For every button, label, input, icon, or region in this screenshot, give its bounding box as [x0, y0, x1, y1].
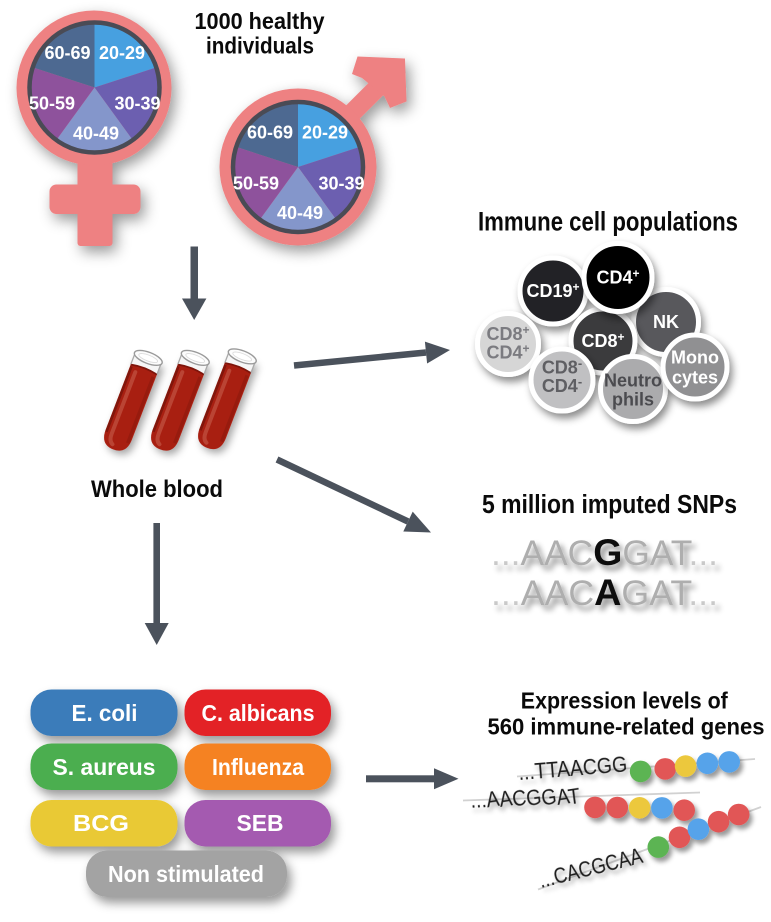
svg-text:...TTAACGG: ...TTAACGG — [517, 752, 628, 785]
svg-text:40-49: 40-49 — [277, 203, 323, 223]
svg-text:...AACAGAT...: ...AACAGAT... — [491, 571, 718, 613]
svg-text:phils: phils — [612, 390, 654, 410]
svg-text:NK: NK — [653, 312, 679, 332]
svg-text:BCG: BCG — [73, 810, 129, 836]
svg-text:individuals: individuals — [206, 33, 314, 59]
svg-text:Influenza: Influenza — [212, 754, 304, 780]
svg-text:CD4+: CD4+ — [486, 342, 529, 363]
svg-text:20-29: 20-29 — [302, 123, 348, 143]
svg-text:CD8+: CD8+ — [581, 330, 624, 351]
svg-text:40-49: 40-49 — [73, 124, 119, 144]
svg-text:60-69: 60-69 — [247, 123, 293, 143]
svg-text:20-29: 20-29 — [99, 43, 145, 63]
svg-text:50-59: 50-59 — [29, 94, 75, 114]
svg-text:CD8+: CD8+ — [486, 323, 529, 344]
svg-text:...AACGGAT...: ...AACGGAT... — [491, 531, 718, 573]
svg-text:CD4+: CD4+ — [596, 267, 639, 288]
svg-text:50-59: 50-59 — [233, 174, 279, 194]
svg-text:C. albicans: C. albicans — [202, 700, 315, 726]
svg-text:E. coli: E. coli — [72, 700, 138, 726]
svg-text:560 immune-related genes: 560 immune-related genes — [488, 714, 765, 740]
svg-text:CD4-: CD4- — [542, 374, 582, 396]
svg-text:CD8-: CD8- — [542, 356, 582, 378]
svg-text:S. aureus: S. aureus — [53, 754, 156, 780]
svg-text:SEB: SEB — [237, 810, 284, 836]
svg-text:Mono: Mono — [671, 348, 719, 368]
svg-text:...AACGGAT: ...AACGGAT — [468, 783, 581, 813]
svg-text:Immune cell populations: Immune cell populations — [478, 207, 738, 237]
svg-text:5 million imputed SNPs: 5 million imputed SNPs — [482, 491, 737, 519]
svg-text:CD19+: CD19+ — [526, 280, 579, 301]
svg-text:30-39: 30-39 — [114, 94, 160, 114]
svg-text:cytes: cytes — [672, 368, 718, 388]
svg-text:Expression levels of: Expression levels of — [521, 688, 728, 714]
svg-text:Whole blood: Whole blood — [91, 476, 223, 503]
svg-text:1000 healthy: 1000 healthy — [195, 8, 325, 34]
svg-text:...CACGCAA: ...CACGCAA — [536, 843, 645, 893]
svg-text:Non stimulated: Non stimulated — [108, 861, 264, 887]
svg-text:Neutro: Neutro — [604, 371, 662, 391]
svg-text:60-69: 60-69 — [44, 43, 90, 63]
svg-text:30-39: 30-39 — [318, 174, 364, 194]
